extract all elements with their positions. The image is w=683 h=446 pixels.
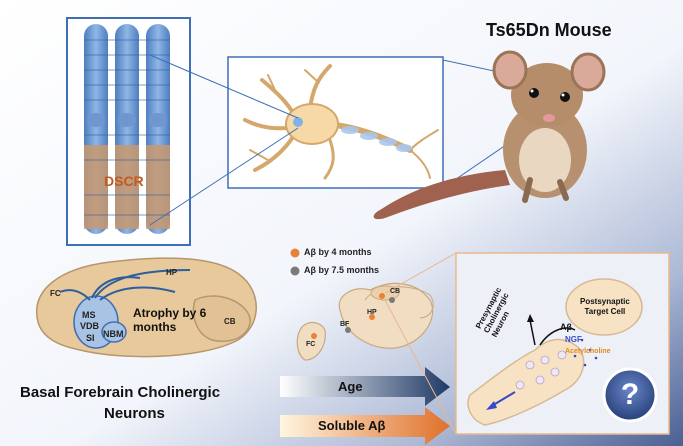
ngf-label: NGF	[565, 335, 582, 344]
chromosomes	[84, 24, 170, 234]
synapse-abeta-label: Aβ	[560, 322, 572, 332]
soluble-abeta-label: Soluble Aβ	[318, 418, 386, 433]
soluble-abeta-arrow	[280, 407, 450, 445]
postsynaptic-label: Postsynaptic Target Cell	[580, 297, 630, 316]
mouse-illustration	[373, 50, 606, 220]
brain-label-hp: HP	[166, 268, 178, 277]
question-circle	[602, 367, 658, 423]
brain-label-ms: MS	[82, 310, 96, 320]
brain-label-si: SI	[86, 333, 95, 343]
atrophy-label-line2: months	[133, 320, 177, 334]
age-label: Age	[338, 379, 363, 394]
acetylcholine-label: Acetylcholine	[565, 348, 611, 355]
myelin-sheath	[341, 126, 412, 152]
brain-label-vdb: VDB	[80, 321, 100, 331]
mouse-tail	[373, 170, 510, 220]
mouse-brain-fc	[296, 321, 326, 361]
neuron-soma	[285, 103, 339, 145]
neuron-nucleus	[293, 117, 303, 127]
synapse-illustration	[467, 278, 658, 426]
mouse-brain-label-bf: BF	[340, 321, 350, 328]
dscr-label: DSCR	[104, 173, 144, 189]
brain-label-cb: CB	[224, 317, 236, 326]
brain-label-nbm: NBM	[103, 329, 124, 339]
mouse-title: Ts65Dn Mouse	[486, 20, 612, 40]
cerebellum	[192, 295, 251, 342]
mouse-brain	[296, 282, 434, 361]
age-arrow	[280, 367, 450, 406]
mouse-brain-label-fc: FC	[306, 341, 316, 348]
legend-dot-7-5-months	[290, 266, 300, 276]
synapse-connectors	[384, 252, 457, 435]
human-brain	[35, 257, 257, 358]
atrophy-label-line1: Atrophy by 6	[133, 306, 207, 320]
legend-item-7-5-months: Aβ by 7.5 months	[304, 265, 380, 275]
bottom-title-line1: Basal Forebrain Cholinergic	[20, 384, 221, 401]
question-mark: ?	[620, 378, 640, 411]
mouse-brain-label-cb: CB	[390, 288, 401, 295]
legend-dot-4-months	[290, 248, 300, 258]
postsynaptic-cell	[565, 278, 643, 336]
mouse-brain-label-hp: HP	[367, 309, 377, 316]
brain-label-fc: FC	[50, 289, 61, 298]
cholinergic-projections	[59, 269, 191, 301]
bottom-title-line2: Neurons	[104, 405, 165, 422]
legend-item-4-months: Aβ by 4 months	[304, 247, 372, 257]
